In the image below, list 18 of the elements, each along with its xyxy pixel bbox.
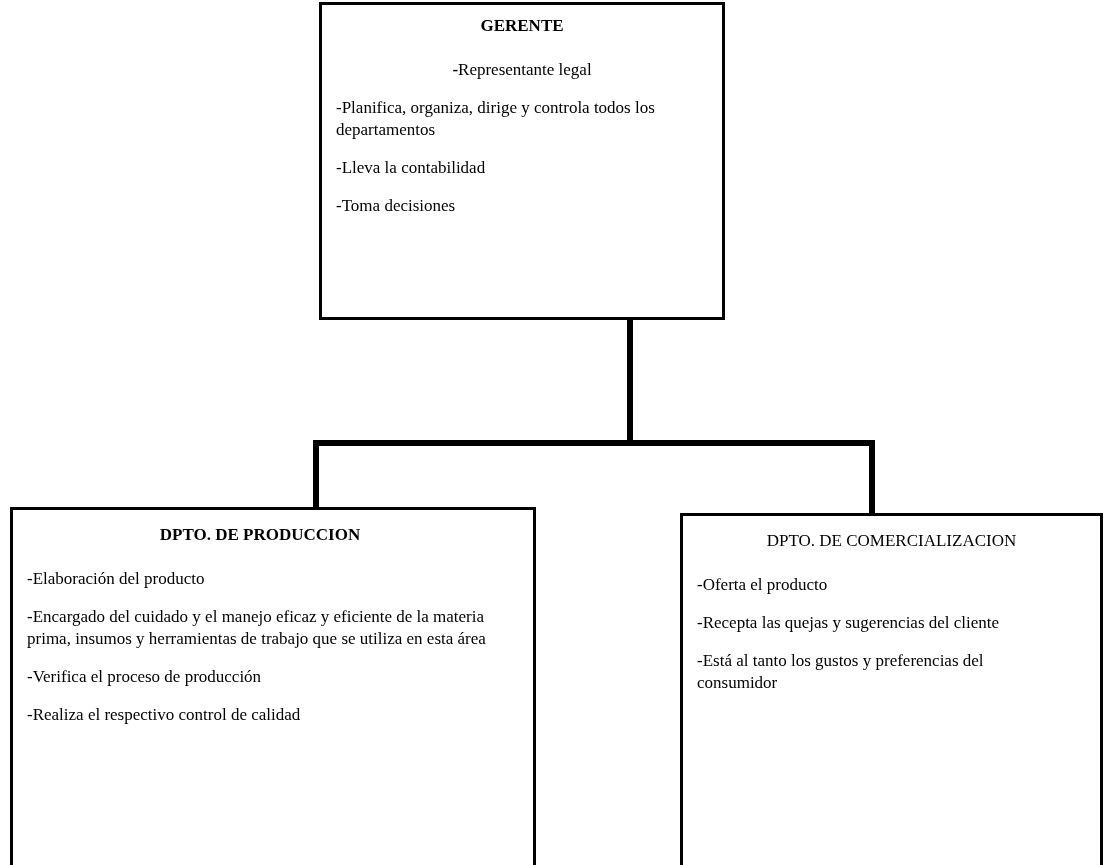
duty-text: -Verifica el proceso de producción [27, 666, 263, 689]
connector-line [627, 320, 875, 513]
org-box [680, 513, 1103, 865]
box-heading: GERENTE [479, 15, 565, 37]
duty-text: -Realiza el respectivo control de calidad [27, 704, 302, 727]
duty-text: -Lleva la contabilidad [336, 157, 487, 180]
box-heading: DPTO. DE COMERCIALIZACION [765, 530, 1018, 552]
box-heading: DPTO. DE PRODUCCION [158, 524, 362, 546]
duty-text: -Recepta las quejas y sugerencias del cliente [697, 612, 1001, 635]
org-box [10, 507, 536, 865]
duty-text: -Elaboración del producto [27, 568, 206, 591]
duty-text: -Oferta el producto [697, 574, 829, 597]
duty-text: -Planifica, organiza, dirige y controla todos los departamentos [336, 97, 656, 142]
duty-text: -Representante legal [451, 59, 593, 82]
duty-text: -Toma decisiones [336, 195, 457, 218]
duty-text: -Está al tanto los gustos y preferencias del consumidor [697, 650, 985, 695]
duty-text: -Encargado del cuidado y el manejo eficaz y eficiente de la materia prima, insumos y herramientas de trabajo que se utiliza en esta área [27, 606, 487, 651]
org-box [319, 2, 725, 320]
